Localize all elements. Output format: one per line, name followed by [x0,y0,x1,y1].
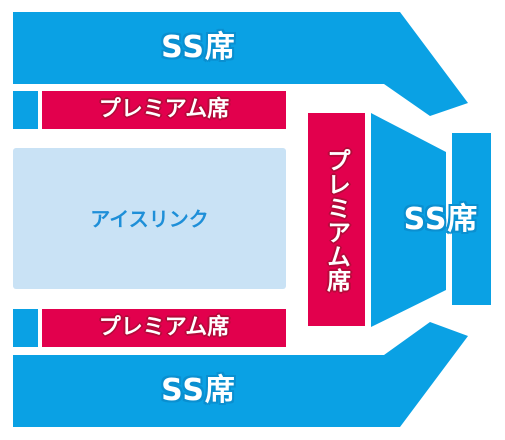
ss-side-inner-block[interactable] [371,113,446,327]
ss-bottom-small-block[interactable] [13,309,38,347]
premium-top-block[interactable] [42,91,286,129]
ss-top-block[interactable] [13,12,468,116]
premium-bottom-block[interactable] [42,309,286,347]
premium-side-block[interactable] [308,113,365,326]
ss-bottom-block[interactable] [13,322,468,427]
ice-rink-area [13,148,286,289]
ss-top-small-block[interactable] [13,91,38,129]
ss-side-outer-block[interactable] [452,133,491,305]
